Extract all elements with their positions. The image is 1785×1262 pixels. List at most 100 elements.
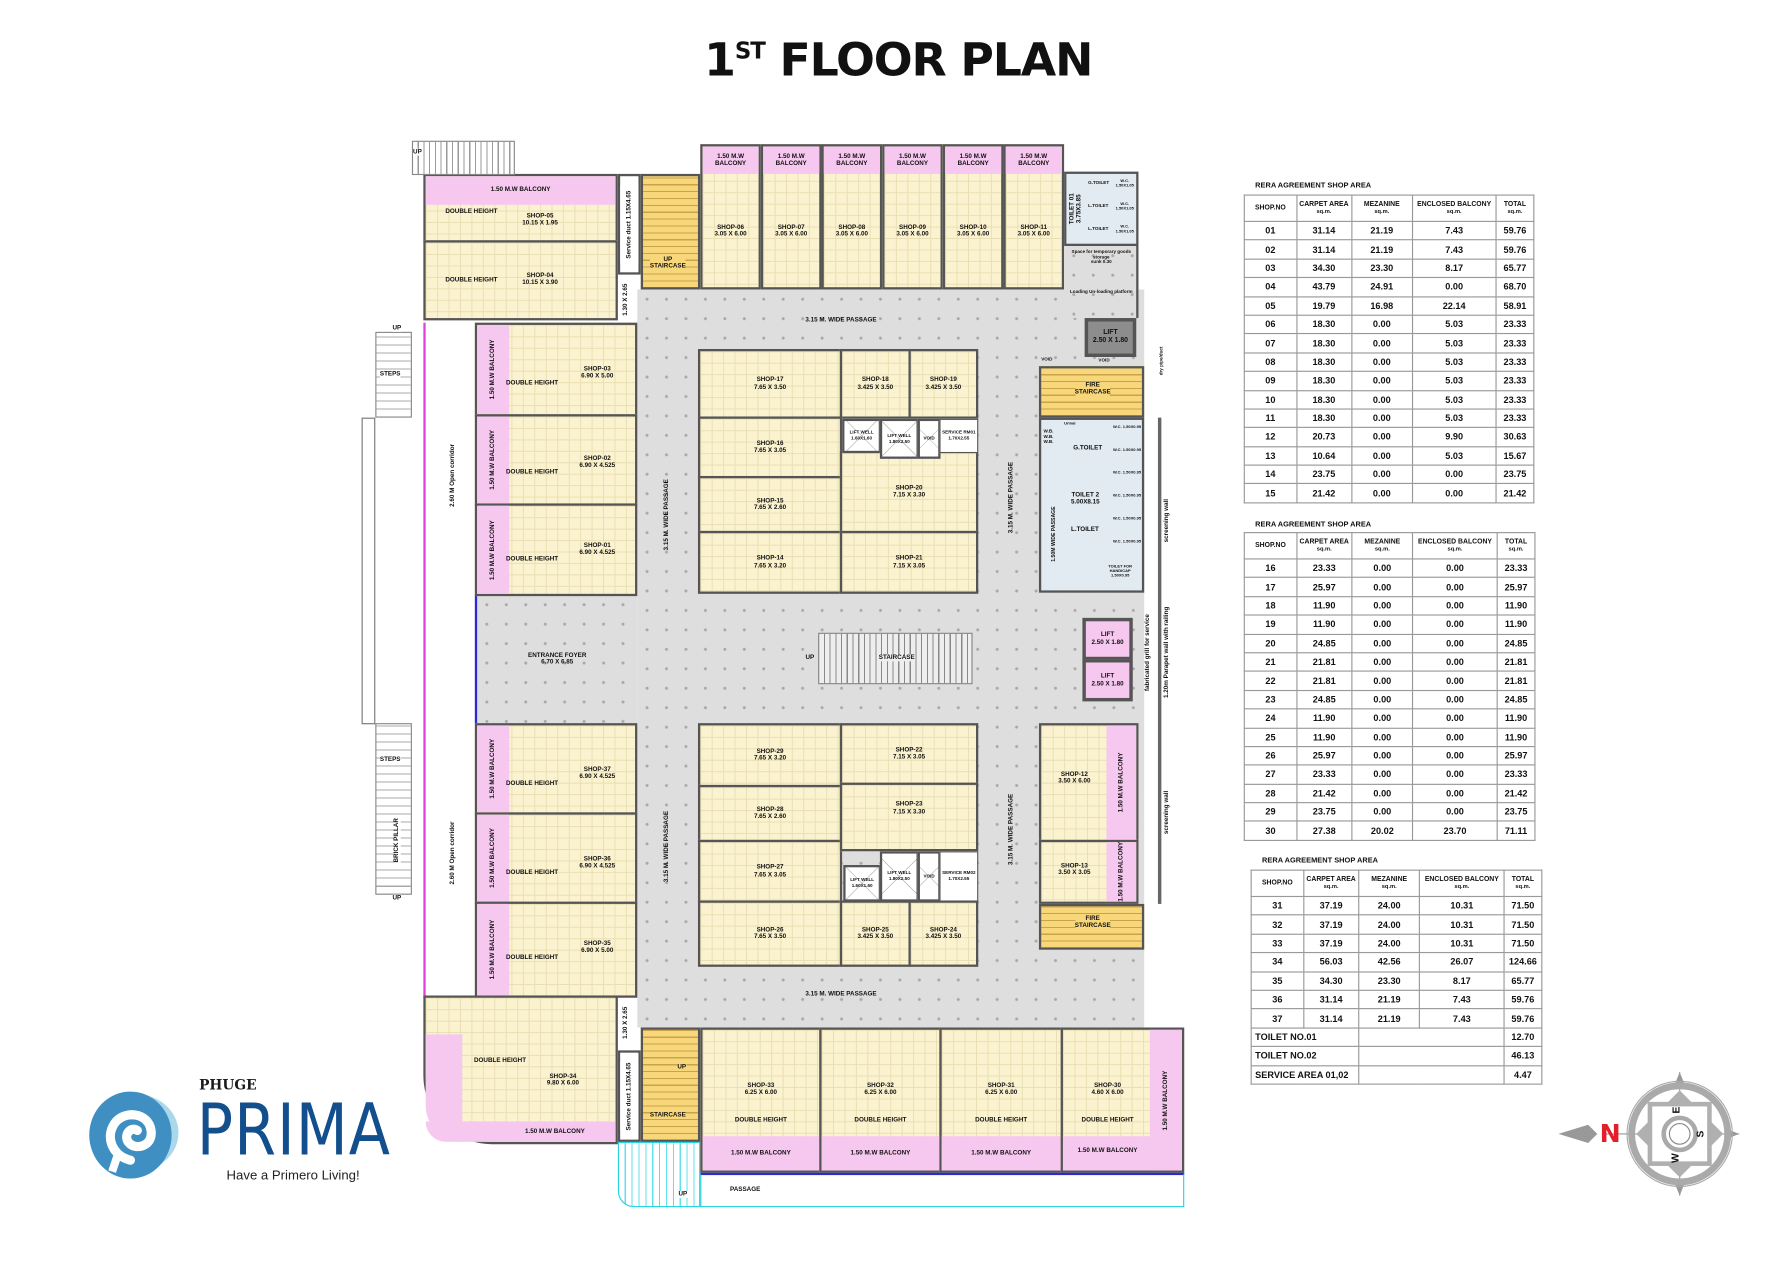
logo-swirl-icon	[85, 1087, 181, 1181]
table-cell: 23.33	[1296, 558, 1353, 579]
railing-line	[423, 322, 426, 998]
table-cell: 0.00	[1351, 558, 1414, 579]
table-cell: 11.90	[1296, 708, 1353, 729]
table-cell: 03	[1243, 258, 1297, 279]
table-cell: 13	[1243, 445, 1297, 466]
service-duct: Service duct 1.15X4.65	[617, 173, 641, 275]
table-cell: 37.19	[1302, 914, 1360, 935]
table-cell: 32	[1250, 914, 1305, 935]
table-cell: 20.73	[1295, 427, 1352, 448]
table-cell: 0.00	[1350, 464, 1413, 485]
table-cell: 11.90	[1296, 595, 1353, 616]
table-cell: 25.97	[1496, 577, 1536, 598]
table-cell: 24.00	[1358, 933, 1421, 954]
table-cell: 0.00	[1351, 633, 1414, 654]
logo-brand: PRIMA	[196, 1088, 391, 1172]
table-cell: 01	[1243, 220, 1297, 241]
table-cell: 7.43	[1419, 989, 1505, 1010]
table-cell: 19	[1243, 614, 1298, 635]
table-cell: 35	[1250, 970, 1305, 991]
table-cell: 5.03	[1411, 408, 1497, 429]
table-cell: 5.03	[1411, 314, 1497, 335]
fire-staircase-1: FIRE STAIRCASE	[1038, 366, 1145, 418]
table-cell: 02	[1243, 239, 1297, 260]
table-cell: 26	[1243, 745, 1298, 766]
table-cell: 71.50	[1503, 895, 1543, 916]
table-cell: 21.42	[1496, 783, 1536, 804]
table-cell: 0.00	[1351, 745, 1414, 766]
table-cell: 59.76	[1495, 220, 1535, 241]
table-cell: 59.76	[1503, 1008, 1543, 1029]
table-cell: 11	[1243, 408, 1297, 429]
table-cell: 23.75	[1495, 464, 1535, 485]
table-cell: 0.00	[1412, 558, 1498, 579]
table-cell: 59.76	[1503, 989, 1543, 1010]
table-cell: 11.90	[1296, 727, 1353, 748]
table-cell: 04	[1243, 277, 1297, 298]
table-cell: 24.85	[1296, 689, 1353, 710]
table-cell: 0.00	[1411, 277, 1497, 298]
table-cell: 18.30	[1295, 370, 1352, 391]
table-1-heading: RERA AGREEMENT SHOP AREA	[1255, 181, 1372, 190]
table-cell: 59.76	[1495, 239, 1535, 260]
table-cell: 0.00	[1412, 595, 1498, 616]
table-cell: 0.00	[1412, 802, 1498, 823]
table-cell: 65.77	[1495, 258, 1535, 279]
table-cell: 23.70	[1412, 820, 1498, 841]
